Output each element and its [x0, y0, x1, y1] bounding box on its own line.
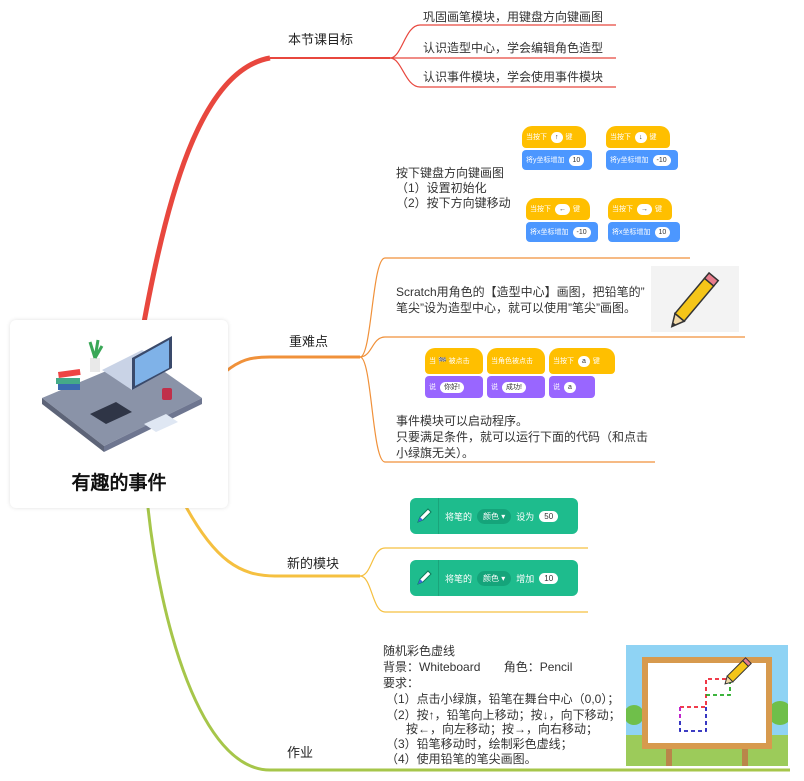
homework-line-3: 要求： [383, 676, 420, 690]
pen-icon [410, 560, 439, 596]
homework-line-1: 随机彩色虚线 [383, 644, 456, 658]
key-left-hat: 当按下←键 [526, 198, 590, 220]
key-right-hat: 当按下→键 [608, 198, 672, 220]
events-line-2: 只要满足条件，就可以运行下面的代码（和点击 [396, 430, 649, 444]
goal-item-3: 认识事件模块，学会使用事件模块 [423, 70, 604, 84]
homework-line-4: （1）点击小绿旗，铅笔在舞台中心（0,0）； [386, 692, 620, 706]
homework-line-5: （2）按↑，铅笔向上移动；按↓，向下移动； [386, 708, 621, 722]
keyboard-line-1: 按下键盘方向键画图 [396, 166, 505, 180]
events-line-1: 事件模块可以启动程序。 [396, 414, 529, 428]
homework-line-2: 背景：Whiteboard 角色：Pencil [383, 660, 573, 674]
costume-center-line-1: Scratch用角色的【造型中心】画图，把铅笔的” [396, 285, 645, 299]
pencil-icon [651, 266, 739, 332]
events-line-3: 小绿旗无关）。 [396, 446, 475, 460]
event-sprite-say: 说成功! [487, 376, 545, 398]
homework-line-7: （3）铅笔移动时，绘制彩色虚线； [386, 737, 573, 751]
keyboard-line-2: （1）设置初始化 [396, 181, 487, 195]
root-title: 有趣的事件 [71, 472, 167, 494]
costume-center-line-2: 笔尖”设为造型中心，就可以使用”笔尖”画图。 [396, 301, 636, 315]
root-node[interactable]: 有趣的事件 [10, 320, 228, 508]
goal-item-1: 巩固画笔模块，用键盘方向键画图 [423, 10, 604, 24]
pen-color-set-block: 将笔的 颜色 ▾ 设为 50 [410, 498, 578, 534]
key-left-action: 将x坐标增加-10 [526, 222, 598, 242]
branch-newblocks-label[interactable]: 新的模块 [287, 556, 340, 571]
key-up-hat: 当按下↑键 [522, 126, 586, 148]
event-flag-hat: 当 🏁 被点击 [425, 348, 483, 374]
branch-goals-label[interactable]: 本节课目标 [288, 32, 354, 47]
event-flag-say: 说你好! [425, 376, 483, 398]
pen-icon [410, 498, 439, 534]
desk-laptop-illustration [42, 336, 202, 452]
homework-line-8: （4）使用铅笔的笔尖画图。 [386, 752, 537, 766]
key-down-action: 将y坐标增加-10 [606, 150, 678, 170]
whiteboard-drawing-icon [624, 645, 792, 766]
key-down-hat: 当按下↓键 [606, 126, 670, 148]
homework-line-6: 按←，向左移动；按→，向右移动； [386, 722, 599, 736]
pen-color-change-block: 将笔的 颜色 ▾ 增加 10 [410, 560, 578, 596]
event-sprite-hat: 当角色被点击 [487, 348, 545, 374]
branch-homework-label[interactable]: 作业 [287, 745, 314, 760]
branch-keypoints-label[interactable]: 重难点 [289, 334, 329, 349]
goal-item-2: 认识造型中心，学会编辑角色造型 [423, 41, 604, 55]
keyboard-line-3: （2）按下方向键移动 [396, 196, 511, 210]
